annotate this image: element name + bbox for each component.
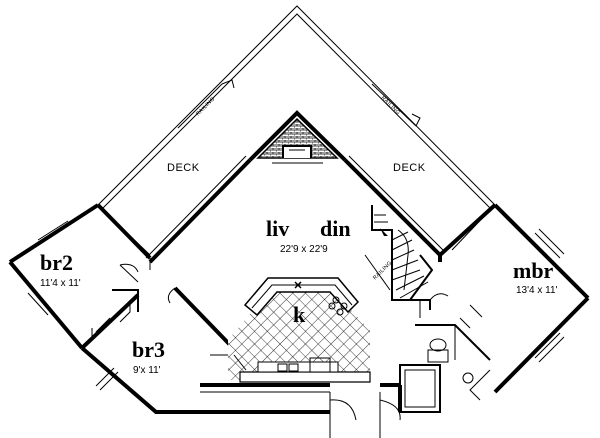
kitchen-name: k [293, 302, 306, 327]
stair-railing-label: RAILING [372, 260, 393, 281]
left-deck-railing-label: RAILING [195, 96, 216, 117]
right-deck-label: DECK [393, 162, 426, 174]
bedroom2-dimensions: 11'4 x 11' [40, 278, 81, 289]
bedroom3-dimensions: 9'x 11' [133, 365, 161, 376]
kitchen-area [228, 277, 371, 383]
master-bedroom-name: mbr [513, 258, 554, 283]
bedroom2-name: br2 [40, 250, 73, 275]
master-walls [398, 203, 590, 413]
stairs [364, 205, 434, 301]
dining-room-name: din [320, 216, 351, 241]
living-room-name: liv [266, 216, 289, 241]
master-bedroom-dimensions: 13'4 x 11' [516, 285, 558, 296]
left-deck-label: DECK [167, 162, 200, 174]
fireplace [256, 117, 339, 164]
bedroom3-name: br3 [132, 337, 165, 362]
living-room-dimensions: 22'9 x 22'9 [280, 244, 328, 255]
deck-railing-marks [177, 79, 421, 129]
right-deck-railing-label: RAILING [380, 95, 401, 116]
main-walls [145, 110, 445, 264]
front-walls [200, 383, 401, 438]
bedroom2-walls [8, 203, 152, 350]
